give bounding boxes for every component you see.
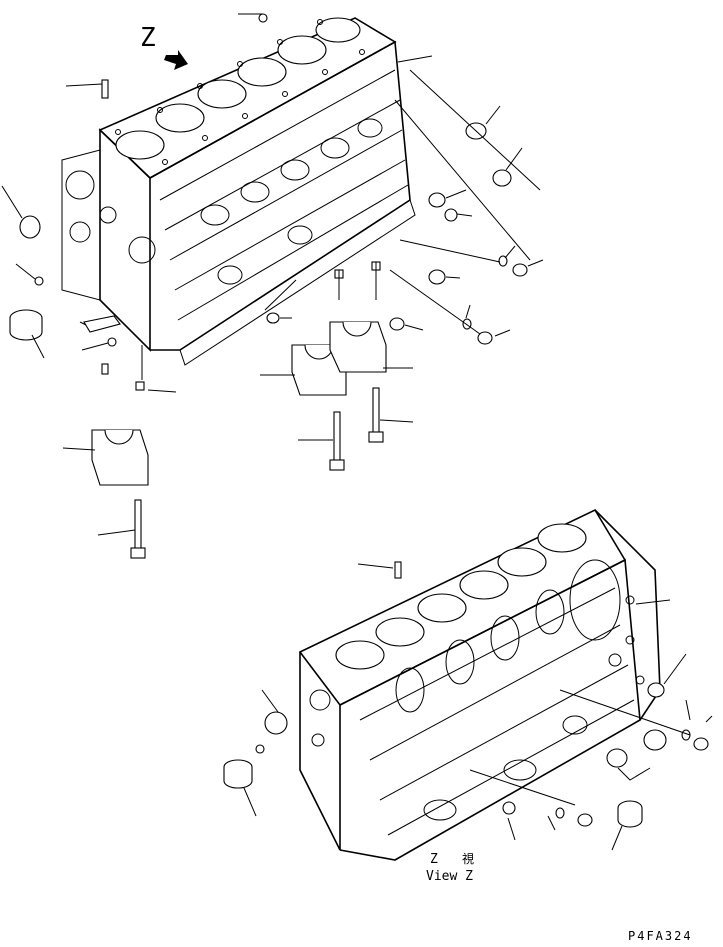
view-caption: Z 視 View Z (426, 851, 474, 884)
figure-code: P4FA324 (628, 929, 693, 943)
ball (498, 255, 508, 267)
view-caption-english: View Z (426, 869, 473, 884)
plug (258, 13, 268, 23)
expansion-plug (428, 269, 446, 285)
dowel-pin (394, 561, 402, 579)
expansion-plug (492, 169, 512, 187)
view-caption-kanji: 視 (462, 851, 474, 866)
lower-parts (223, 561, 709, 828)
lower-cylinder-bores (335, 523, 587, 670)
cap-bolt-head (130, 547, 146, 559)
cap-bolts (130, 387, 384, 559)
cap-bolt (333, 411, 341, 463)
cap-bolt-head (368, 431, 384, 443)
dowel (101, 363, 109, 375)
plug (693, 737, 709, 751)
plug (34, 276, 44, 286)
expansion-plug (19, 215, 41, 239)
upper-cylinder-block (61, 17, 416, 366)
plug (266, 312, 280, 324)
main-bearing-cap (91, 429, 149, 486)
view-direction-arrow (164, 50, 188, 70)
plug (647, 682, 665, 698)
plug (255, 744, 265, 754)
plug (444, 208, 458, 222)
jet (83, 315, 121, 333)
ball (462, 318, 472, 330)
expansion-plug (264, 711, 288, 735)
deck-holes (115, 19, 365, 165)
leader-lines-lower (243, 563, 713, 851)
bolt (107, 337, 117, 347)
expansion-plug (643, 729, 667, 751)
view-letter: Z (140, 23, 156, 53)
cap-bolt-head (329, 459, 345, 471)
view-z-marker: Z (140, 23, 188, 70)
cylinder-bores (115, 17, 361, 160)
plug (577, 813, 593, 827)
view-caption-symbol: Z (430, 852, 438, 867)
cap-bolt (372, 387, 380, 435)
dowel-pin (101, 79, 109, 99)
cap-bolt (134, 499, 142, 551)
cam-bushing (223, 759, 253, 789)
ball (555, 807, 565, 819)
leader-lines-upper (1, 13, 544, 536)
dowel (135, 381, 145, 391)
plug (502, 801, 516, 815)
lower-cylinder-block (298, 508, 661, 861)
cam-bushing (9, 309, 43, 341)
plug (512, 263, 528, 277)
main-bearing-caps (91, 321, 387, 486)
expansion-plug (389, 317, 405, 331)
main-bearing-cap (329, 321, 387, 373)
expansion-plug (606, 748, 628, 768)
expansion-plug (428, 192, 446, 208)
expansion-plug (617, 800, 643, 828)
plug (477, 331, 493, 345)
